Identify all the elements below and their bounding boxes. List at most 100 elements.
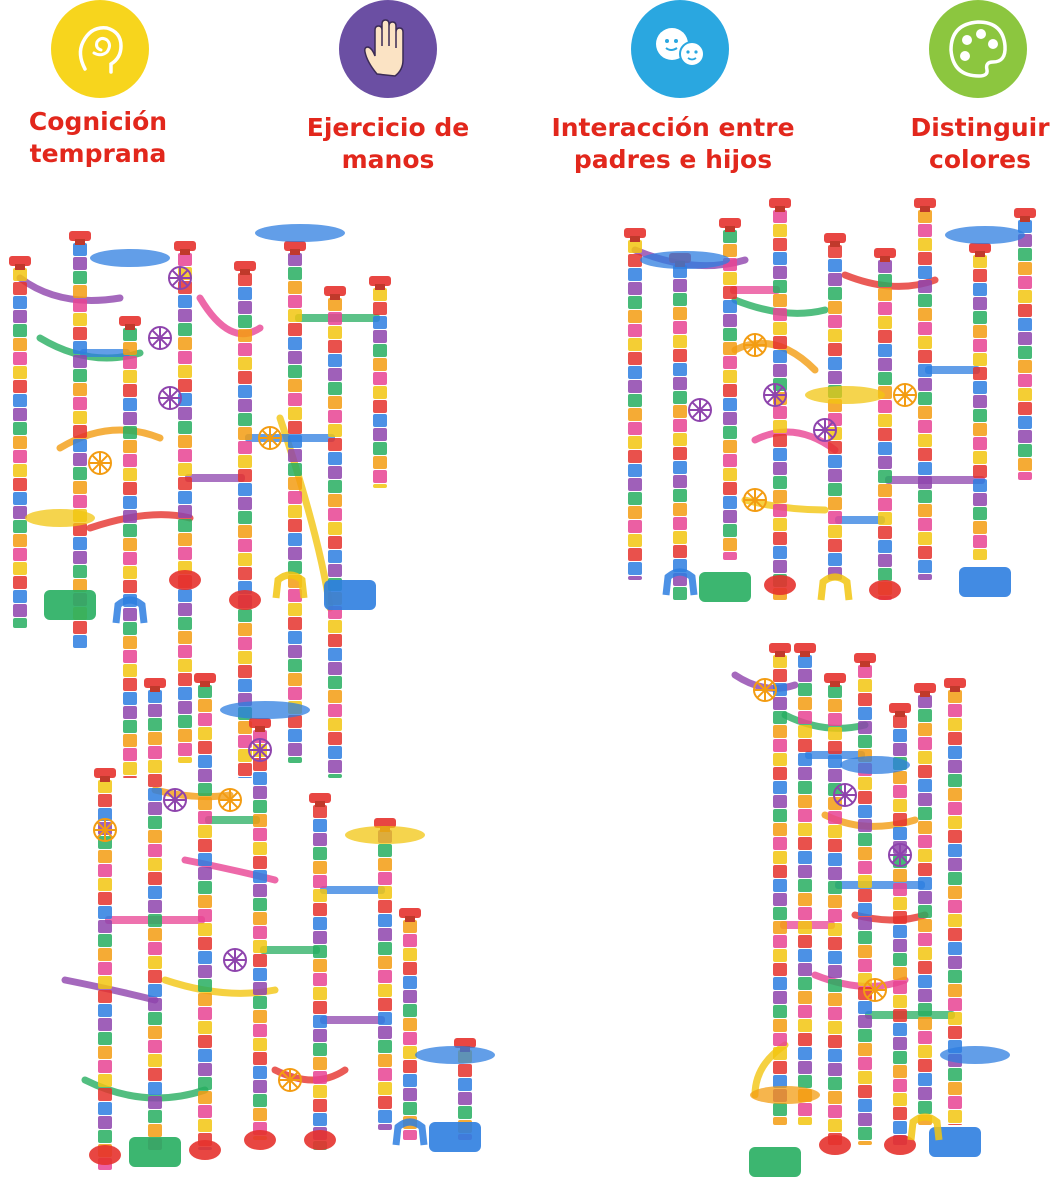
tube-segment <box>723 328 737 341</box>
tube-segment <box>628 464 642 477</box>
tube-segment <box>723 538 737 551</box>
tube-segment <box>1018 444 1032 457</box>
funnel-dish <box>750 1086 820 1104</box>
tube-segment <box>828 895 842 908</box>
tube-segment <box>123 664 137 677</box>
tube-segment <box>403 990 417 1003</box>
tube-segment <box>773 518 787 531</box>
tube-segment <box>918 835 932 848</box>
tube-segment <box>973 465 987 478</box>
box-base <box>929 1127 981 1157</box>
tube-segment <box>198 1077 212 1090</box>
tube-segment <box>673 503 687 516</box>
tube-segment <box>253 800 267 813</box>
tube-segment <box>828 371 842 384</box>
tube-segment <box>878 512 892 525</box>
tube-segment <box>918 322 932 335</box>
tube-segment <box>328 522 342 535</box>
tube-segment <box>328 326 342 339</box>
tube-segment <box>313 1113 327 1126</box>
tube-segment <box>313 1015 327 1028</box>
tube-segment <box>328 354 342 367</box>
tube-segment <box>378 1096 392 1109</box>
tube-segment <box>403 1060 417 1073</box>
tube-segment <box>828 1021 842 1034</box>
tube-segment <box>798 977 812 990</box>
tube-segment <box>773 795 787 808</box>
tube-segment <box>328 746 342 759</box>
funnel-dish <box>640 251 730 269</box>
tube-segment <box>918 975 932 988</box>
tube-segment <box>628 576 642 580</box>
round-base <box>304 1130 336 1150</box>
tube-segment <box>288 547 302 560</box>
tube-segment <box>378 1012 392 1025</box>
tube-segment <box>328 424 342 437</box>
tube-segment <box>798 1061 812 1074</box>
funnel-dish <box>255 224 345 242</box>
tube-segment <box>98 906 112 919</box>
funnel-dish <box>945 226 1025 244</box>
tube-segment <box>893 981 907 994</box>
funnel-top <box>249 718 271 728</box>
tube-segment <box>198 727 212 740</box>
round-base <box>764 575 796 595</box>
tube-segment <box>238 483 252 496</box>
tube-segment <box>893 925 907 938</box>
tube-segment <box>313 903 327 916</box>
tube-segment <box>798 1005 812 1018</box>
tube-segment <box>123 552 137 565</box>
funnel-neck <box>800 651 810 657</box>
tube-segment <box>948 928 962 941</box>
tube-segment <box>313 1001 327 1014</box>
tube-segment <box>13 562 27 575</box>
tube-segment <box>373 316 387 329</box>
tube-segment <box>198 755 212 768</box>
tube-segment <box>773 865 787 878</box>
tube-segment <box>798 683 812 696</box>
tube-segment <box>288 659 302 672</box>
tube-segment <box>918 709 932 722</box>
funnel-top <box>144 678 166 688</box>
tube-segment <box>773 697 787 710</box>
tube-segment <box>828 741 842 754</box>
tube-segment <box>13 506 27 519</box>
tube-segment <box>918 532 932 545</box>
tube-segment <box>253 898 267 911</box>
tube-segment <box>313 819 327 832</box>
tube-segment <box>288 407 302 420</box>
tube-segment <box>373 456 387 469</box>
tube-segment <box>1018 318 1032 331</box>
tube-segment <box>773 266 787 279</box>
tube-segment <box>858 819 872 832</box>
tube-segment <box>858 1015 872 1028</box>
tube-segment <box>378 942 392 955</box>
tube-segment <box>773 280 787 293</box>
tube-segment <box>328 536 342 549</box>
tube-segment <box>673 279 687 292</box>
tube-segment <box>328 774 342 778</box>
tube-segment <box>948 802 962 815</box>
tube-segment <box>918 905 932 918</box>
feature-label-colors: Distinguir colores <box>910 113 1050 174</box>
tube-segment <box>878 316 892 329</box>
tube-segment <box>148 900 162 913</box>
tube-segment <box>198 909 212 922</box>
tube-segment <box>723 230 737 243</box>
tube-segment <box>123 370 137 383</box>
tube-segment <box>458 1078 472 1091</box>
tube-segment <box>313 1057 327 1070</box>
tube-segment <box>773 560 787 573</box>
tube-segment <box>773 1061 787 1074</box>
tube-segment <box>893 897 907 910</box>
tube-segment <box>948 984 962 997</box>
tube-segment <box>673 447 687 460</box>
tube-segment <box>773 294 787 307</box>
tube-segment <box>973 549 987 560</box>
tube-segment <box>288 729 302 742</box>
tube-segment <box>893 1079 907 1092</box>
tube-segment <box>773 420 787 433</box>
tube-segment <box>238 665 252 678</box>
tube-segment <box>148 1096 162 1109</box>
tube-segment <box>73 439 87 452</box>
